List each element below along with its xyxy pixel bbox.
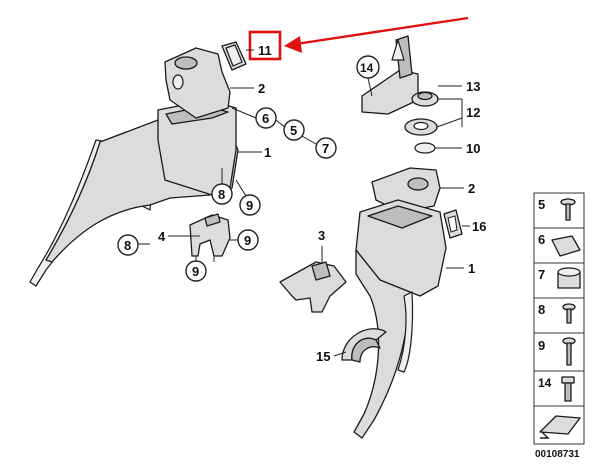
callout-7: 7 [322,141,329,156]
callout-1-left: 1 [264,145,271,160]
callout-2-left: 2 [258,81,265,96]
callout-3: 3 [318,228,325,243]
clip-16-hole [447,215,458,233]
bolt-icon [561,376,575,402]
direction-arrow-icon [539,415,581,435]
disc-10 [414,142,436,154]
callout-12: 12 [466,105,480,120]
cover-hole-left [172,74,184,90]
legend-label-14: 14 [538,376,552,390]
cap-icon [557,267,581,289]
screw-icon [560,198,576,221]
legend-box-5 [533,192,585,229]
callout-6-circle [255,107,277,129]
callout-16: 16 [472,219,486,234]
callout-9a-circle [239,194,261,216]
callout-7-circle [315,137,337,159]
cover-opening-left [174,56,198,70]
callout-15: 15 [316,349,330,364]
long-screw-icon [562,337,576,366]
callout-14-circle [356,55,380,79]
stud-14-face [391,39,405,61]
callout-4: 4 [158,229,166,244]
callout-8a-circle [211,183,233,205]
callout-10: 10 [466,141,480,156]
clip-nut-icon [551,235,581,257]
legend-label-6: 6 [538,232,545,247]
callout-8b-circle [117,234,139,256]
callout-13: 13 [466,79,480,94]
bracket-3-tab [311,261,331,281]
highlight-arrow [284,16,469,53]
part-11-face [225,44,243,67]
ring-12-hole [413,121,429,131]
legend-label-9: 9 [538,338,545,353]
legend-label-5: 5 [538,197,545,212]
callout-9c-circle [185,260,207,282]
cover-opening-right [407,177,429,191]
grommet-13-top [417,91,433,101]
callout-11: 11 [258,43,272,58]
highlight-box [248,30,282,61]
legend-label-8: 8 [538,302,545,317]
gasket-15-inner [351,337,381,363]
callout-9b-circle [237,229,259,251]
callout-14: 14 [360,61,374,75]
small-screw-icon [562,303,576,324]
legend-label-7: 7 [538,267,545,282]
callout-5-circle [283,119,305,141]
callout-9-lower: 9 [192,264,199,279]
callout-9-right: 9 [244,233,251,248]
bracket-4-tab [204,213,221,227]
housing-opening-right [367,205,433,229]
callout-1-right: 1 [468,261,475,276]
legend-box-8 [533,297,585,334]
legend-column: 5 6 7 8 9 14 [533,192,585,445]
callout-8-upper: 8 [218,187,225,202]
callout-9-upper: 9 [246,198,253,213]
diagram-id: 00108731 [535,449,580,460]
direction-arrow-tip [540,431,550,439]
callout-6: 6 [262,111,269,126]
callout-5: 5 [290,123,297,138]
callout-8-lower: 8 [124,238,131,253]
callout-2-right: 2 [468,181,475,196]
trim-right-edge [397,291,414,373]
